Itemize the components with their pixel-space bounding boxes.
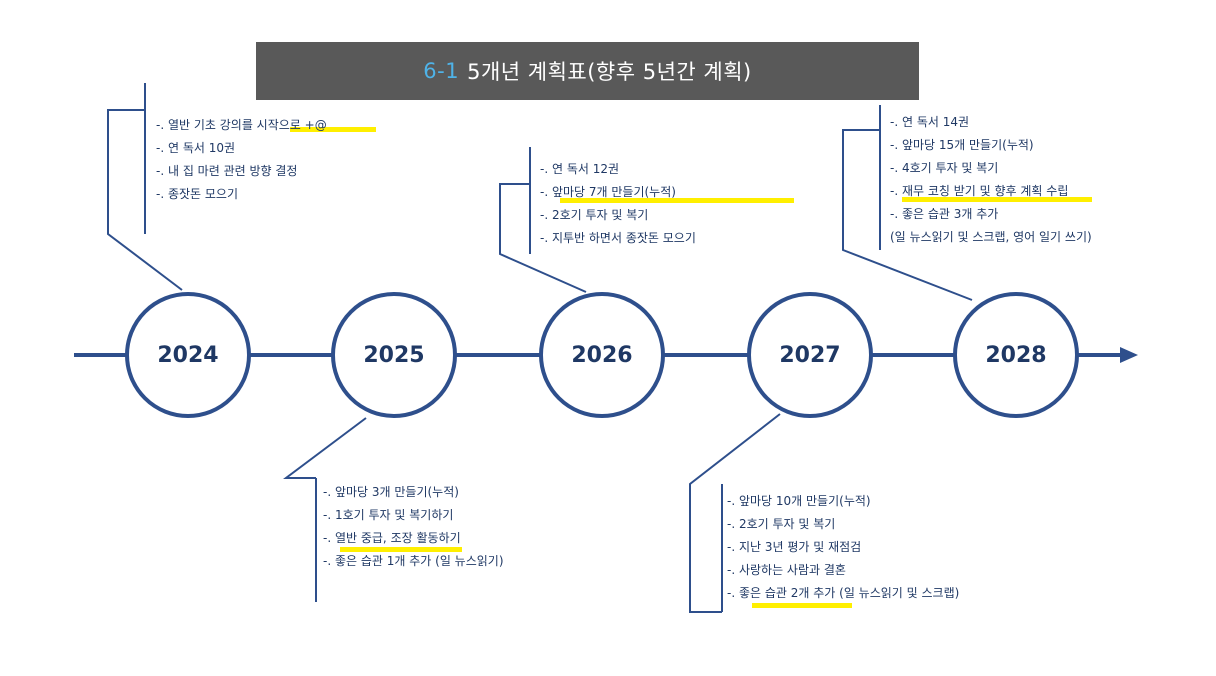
list-item: -. 2호기 투자 및 복기 [727, 517, 836, 531]
arrowhead [1120, 347, 1138, 363]
list-item: -. 좋은 습관 3개 추가 [890, 207, 999, 221]
list-item: -. 사랑하는 사람과 결혼 [727, 563, 846, 577]
list-item: -. 2호기 투자 및 복기 [540, 208, 649, 222]
plan-list-2025: -. 앞마당 3개 만들기(누적) -. 1호기 투자 및 복기하기 -. 열반… [323, 481, 504, 573]
list-item: (일 뉴스읽기 및 스크랩, 영어 일기 쓰기) [890, 230, 1092, 244]
year-2027: 2027 [747, 292, 873, 418]
year-2025: 2025 [331, 292, 457, 418]
list-item: -. 열반 기초 강의를 시작으로 +@ [156, 118, 327, 132]
connector-2025 [283, 417, 367, 479]
connector-2027 [689, 413, 781, 613]
list-item: -. 1호기 투자 및 복기하기 [323, 508, 454, 522]
list-item: -. 열반 중급, 조장 활동하기 [323, 531, 461, 545]
connector-2024 [107, 109, 183, 291]
plan-list-2027: -. 앞마당 10개 만들기(누적) -. 2호기 투자 및 복기 -. 지난 … [727, 490, 959, 605]
list-item: -. 지투반 하면서 종잣돈 모으기 [540, 231, 696, 245]
list-item: -. 앞마당 10개 만들기(누적) [727, 494, 871, 508]
list-item: -. 연 독서 14권 [890, 115, 970, 129]
list-item: -. 앞마당 7개 만들기(누적) [540, 185, 676, 199]
list-item: -. 좋은 습관 1개 추가 (일 뉴스읽기) [323, 554, 504, 568]
list-item: -. 앞마당 15개 만들기(누적) [890, 138, 1034, 152]
list-item: -. 종잣돈 모으기 [156, 187, 239, 201]
connector-2026 [499, 183, 587, 293]
list-item: -. 내 집 마련 관련 방향 결정 [156, 164, 298, 178]
title-number: 6-1 [423, 59, 460, 83]
list-item: -. 연 독서 10권 [156, 141, 236, 155]
plan-list-2024: -. 열반 기초 강의를 시작으로 +@ -. 연 독서 10권 -. 내 집 … [156, 114, 327, 206]
page-title: 6-1 5개년 계획표(향후 5년간 계획) [256, 42, 919, 100]
list-item: -. 앞마당 3개 만들기(누적) [323, 485, 459, 499]
year-2026: 2026 [539, 292, 665, 418]
plan-list-2026: -. 연 독서 12권 -. 앞마당 7개 만들기(누적) -. 2호기 투자 … [540, 158, 696, 250]
list-item: -. 지난 3년 평가 및 재점검 [727, 540, 862, 554]
year-2024: 2024 [125, 292, 251, 418]
list-item: -. 재무 코칭 받기 및 향후 계획 수립 [890, 184, 1069, 198]
connector-2028 [842, 129, 973, 301]
list-item: -. 좋은 습관 2개 추가 (일 뉴스읽기 및 스크랩) [727, 586, 960, 600]
year-2028: 2028 [953, 292, 1079, 418]
title-text: 5개년 계획표(향후 5년간 계획) [467, 60, 752, 84]
list-item: -. 연 독서 12권 [540, 162, 620, 176]
plan-list-2028: -. 연 독서 14권 -. 앞마당 15개 만들기(누적) -. 4호기 투자… [890, 111, 1092, 249]
list-item: -. 4호기 투자 및 복기 [890, 161, 999, 175]
